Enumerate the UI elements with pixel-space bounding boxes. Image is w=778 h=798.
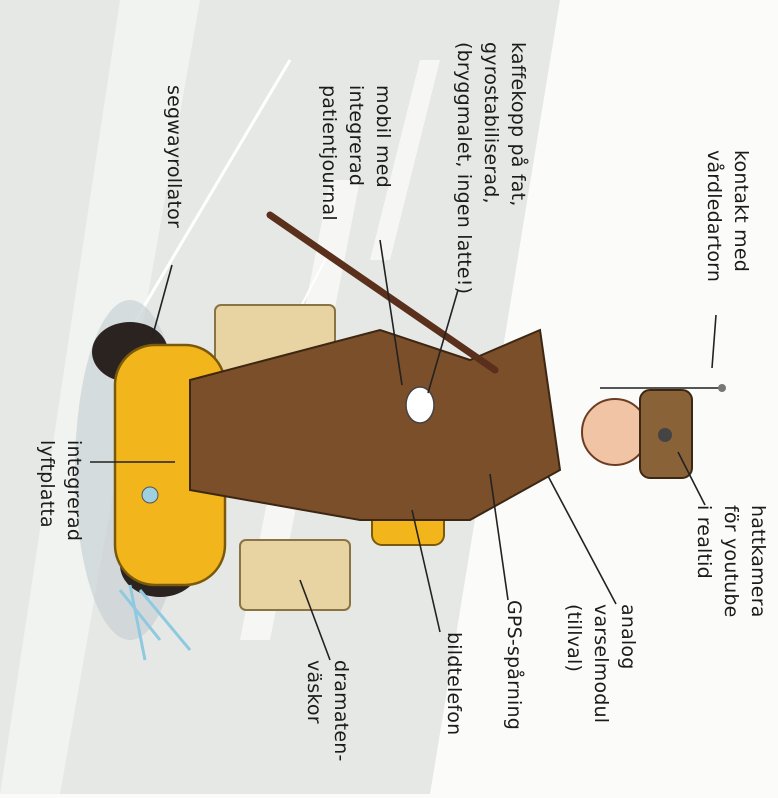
label-videophone: bildtelefon — [440, 632, 467, 735]
coffee-cup — [406, 387, 434, 423]
label-hatcam: hattkamera för youtube i realtid — [690, 505, 771, 618]
label-segway: segwayrollator — [160, 85, 187, 228]
label-contact: kontakt med vårdledartorn — [700, 150, 754, 282]
antenna-tip — [718, 384, 726, 392]
leader-warning — [548, 476, 616, 604]
label-journal: mobil med integrerad patientjournal — [315, 85, 396, 221]
label-bags: dramaten- väskor — [300, 660, 354, 762]
label-warning: analog varselmodul (tillval) — [560, 604, 641, 723]
label-coffee: kaffekopp på fat, gyrostabiliserad, (bry… — [450, 42, 531, 294]
hat-camera — [658, 428, 672, 442]
dramaten-basket — [240, 540, 350, 610]
leader-contact — [712, 315, 716, 368]
label-gps: GPS-spårning — [500, 600, 527, 730]
label-lift: integrerad lyftplatta — [33, 440, 87, 541]
platform-light — [142, 487, 158, 503]
rider-face — [582, 399, 648, 465]
